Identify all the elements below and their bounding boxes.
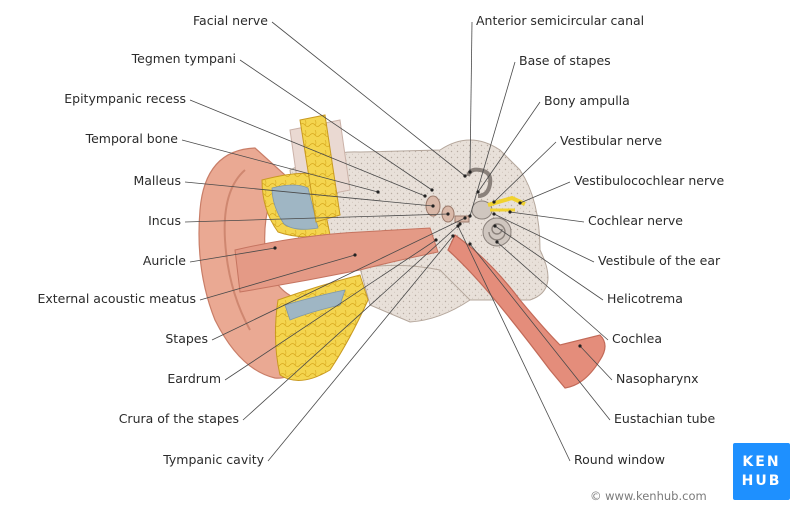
label-vestibular-nerve: Vestibular nerve: [560, 133, 663, 148]
label-temporal-bone-pointer: [376, 190, 380, 194]
label-crura-of-the-stapes-pointer: [458, 222, 462, 226]
label-malleus-pointer: [431, 204, 435, 208]
stapes-shape: [454, 215, 470, 223]
label-tegmen-tympani: Tegmen tympani: [131, 51, 236, 66]
label-eustachian-tube: Eustachian tube: [614, 411, 716, 426]
cochlea-spiral: [488, 223, 506, 241]
label-crura-of-the-stapes-leader: [242, 223, 461, 421]
label-facial-nerve-pointer: [463, 174, 467, 178]
label-anterior-semicircular-canal: Anterior semicircular canal: [476, 13, 645, 28]
label-nasopharynx-pointer: [578, 344, 582, 348]
label-eardrum: Eardrum: [167, 371, 221, 386]
label-tympanic-cavity-leader: [267, 235, 454, 462]
label-base-of-stapes: Base of stapes: [519, 53, 611, 68]
label-malleus-leader: [184, 181, 434, 207]
label-base-of-stapes-pointer: [468, 214, 472, 218]
label-incus: Incus: [148, 213, 181, 228]
auricle-inner-fold: [223, 169, 251, 331]
cartilage-lower-inner: [284, 289, 346, 321]
label-eustachian-tube-leader: [469, 243, 611, 421]
label-stapes-leader: [211, 217, 466, 341]
label-eardrum-leader: [224, 239, 437, 381]
label-round-window-pointer: [456, 224, 460, 228]
label-vestibulocochlear-nerve: Vestibulocochlear nerve: [574, 173, 725, 188]
label-incus-leader: [184, 213, 449, 223]
label-malleus: Malleus: [133, 173, 181, 188]
label-epitympanic-recess-pointer: [423, 194, 427, 198]
label-auricle-leader: [189, 247, 276, 263]
label-epitympanic-recess: Epitympanic recess: [64, 91, 186, 106]
label-crura-of-the-stapes: Crura of the stapes: [118, 411, 239, 426]
label-vestibular-nerve-pointer: [492, 200, 496, 204]
logo-line1: KEN: [742, 454, 781, 470]
label-external-acoustic-meatus-pointer: [353, 253, 357, 257]
label-auricle: Auricle: [142, 253, 186, 268]
label-anterior-semicircular-canal-pointer: [468, 170, 472, 174]
kenhub-logo[interactable]: KEN HUB: [733, 443, 790, 500]
copyright-text: © www.kenhub.com: [590, 489, 707, 503]
label-temporal-bone: Temporal bone: [85, 131, 178, 146]
label-eustachian-tube-pointer: [468, 242, 472, 246]
cartilage-lower: [274, 274, 369, 381]
label-temporal-bone-leader: [181, 139, 379, 193]
label-eardrum-pointer: [434, 238, 438, 242]
label-cochlea: Cochlea: [612, 331, 662, 346]
label-external-acoustic-meatus-leader: [199, 254, 356, 301]
label-base-of-stapes-leader: [469, 61, 516, 217]
label-cochlea-leader: [496, 241, 609, 341]
label-anterior-semicircular-canal-leader: [469, 21, 473, 173]
logo-line2: HUB: [741, 473, 782, 489]
label-tegmen-tympani-pointer: [430, 188, 434, 192]
label-tympanic-cavity-pointer: [451, 234, 455, 238]
label-cochlear-nerve-pointer: [508, 210, 512, 214]
label-facial-nerve-leader: [271, 21, 466, 177]
label-stapes-pointer: [463, 216, 467, 220]
lower-bone-shape: [359, 264, 471, 323]
label-vestibule-of-the-ear-leader: [493, 213, 595, 263]
label-incus-pointer: [446, 212, 450, 216]
label-stapes: Stapes: [165, 331, 208, 346]
label-vestibular-nerve-leader: [493, 141, 557, 203]
label-vestibule-of-the-ear-pointer: [492, 212, 496, 216]
cochlea-shape: [482, 217, 512, 247]
fat-column: [299, 114, 341, 223]
label-tympanic-cavity: Tympanic cavity: [163, 452, 264, 467]
label-cochlea-pointer: [495, 240, 499, 244]
label-cochlear-nerve-leader: [509, 211, 585, 223]
label-vestibule-of-the-ear: Vestibule of the ear: [598, 253, 721, 268]
eustachian-tube-shape: [447, 234, 606, 389]
label-round-window: Round window: [574, 452, 665, 467]
label-bony-ampulla-pointer: [476, 190, 480, 194]
label-cochlear-nerve: Cochlear nerve: [588, 213, 683, 228]
label-nasopharynx: Nasopharynx: [616, 371, 699, 386]
label-facial-nerve: Facial nerve: [193, 13, 268, 28]
label-vestibulocochlear-nerve-leader: [519, 181, 571, 204]
label-tegmen-tympani-leader: [239, 59, 433, 191]
semicircular-canal-shape: [466, 167, 493, 198]
label-helicotrema-pointer: [493, 224, 497, 228]
label-auricle-pointer: [273, 246, 277, 250]
leader-lines: [181, 21, 613, 462]
label-helicotrema-leader: [494, 225, 604, 301]
label-epitympanic-recess-leader: [189, 99, 426, 197]
label-nasopharynx-leader: [579, 345, 613, 381]
label-vestibulocochlear-nerve-pointer: [518, 201, 522, 205]
label-round-window-leader: [457, 225, 571, 462]
label-bony-ampulla-leader: [477, 101, 541, 193]
label-bony-ampulla: Bony ampulla: [544, 93, 630, 108]
label-external-acoustic-meatus: External acoustic meatus: [37, 291, 196, 306]
label-helicotrema: Helicotrema: [607, 291, 683, 306]
